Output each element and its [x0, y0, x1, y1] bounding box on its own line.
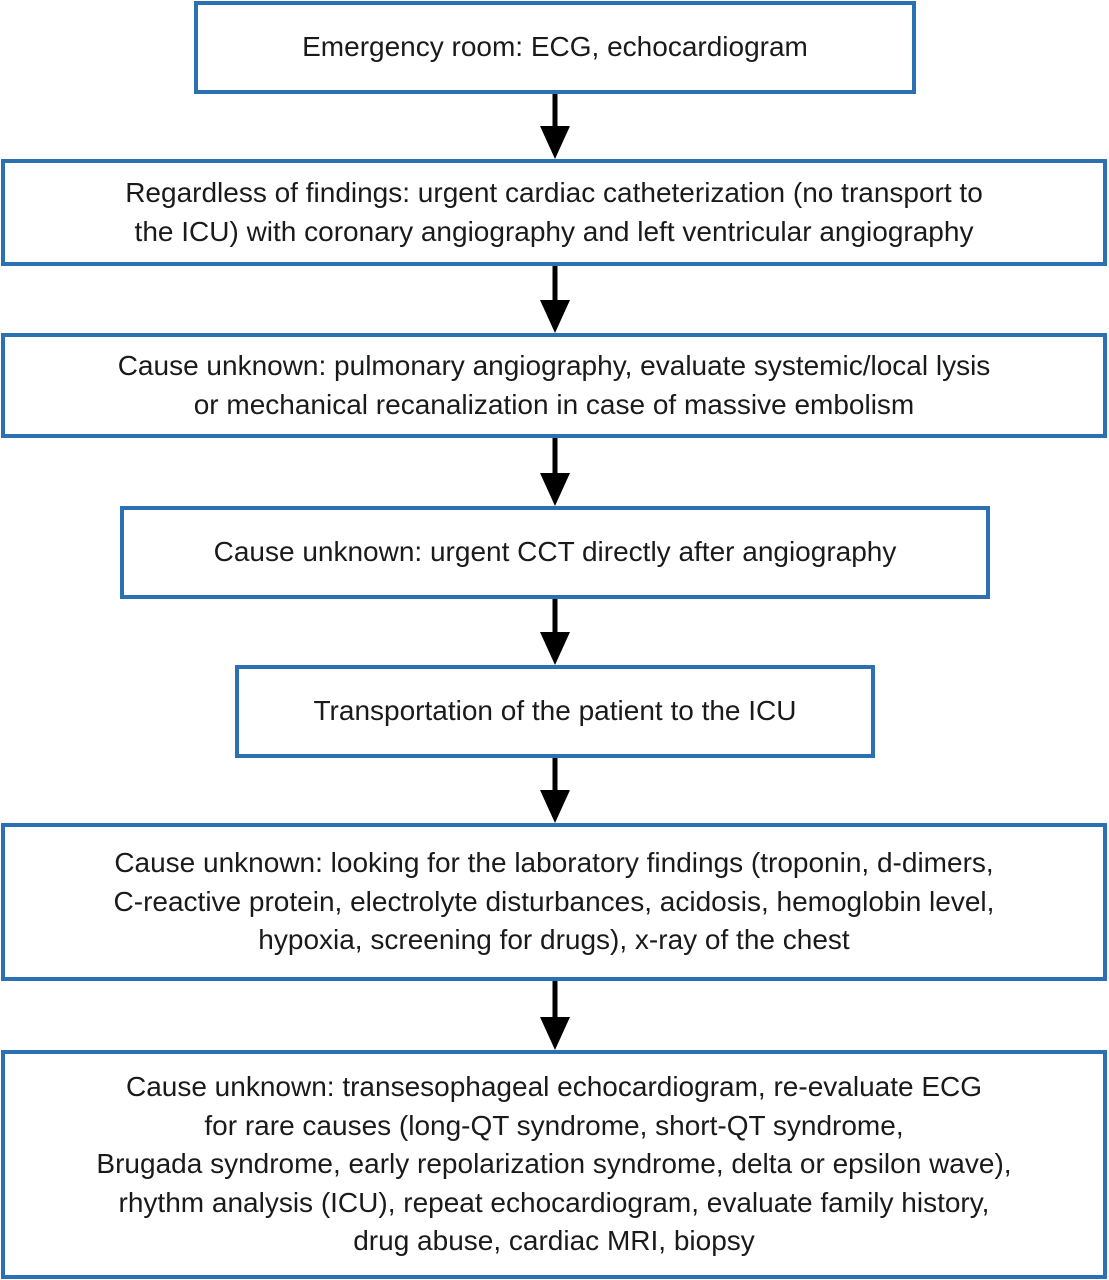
step-2-line-2: the ICU) with coronary angiography and l… [134, 215, 974, 247]
step-1-emergency-room: Emergency room: ECG, echocardiogram [194, 1, 916, 94]
step-4-line-1: Cause unknown: urgent CCT directly after… [213, 536, 897, 568]
step-7-line-5: drug abuse, cardiac MRI, biopsy [353, 1225, 755, 1257]
step-7-line-2: for rare causes (long-QT syndrome, short… [204, 1109, 904, 1141]
arrow-step-1-to-2 [540, 94, 570, 159]
step-3-line-1: Cause unknown: pulmonary angiography, ev… [117, 350, 991, 381]
step-7-further-evaluation: Cause unknown: transesophageal echocardi… [1, 1050, 1107, 1279]
step-6-line-2: C-reactive protein, electrolyte disturba… [113, 885, 995, 917]
step-2-line-1: Regardless of findings: urgent cardiac c… [125, 177, 983, 208]
step-7-line-4: rhythm analysis (ICU), repeat echocardio… [118, 1186, 990, 1218]
step-6-line-1: Cause unknown: looking for the laborator… [114, 847, 994, 879]
step-7-line-1: Cause unknown: transesophageal echocardi… [125, 1071, 983, 1103]
step-3-pulmonary-angiography: Cause unknown: pulmonary angiography, ev… [1, 333, 1107, 438]
step-5-line-1: Transportation of the patient to the ICU [313, 695, 797, 727]
step-3-line-2: or mechanical recanalization in case of … [193, 388, 915, 420]
arrow-step-5-to-6 [540, 758, 570, 823]
step-7-line-3: Brugada syndrome, early repolarization s… [96, 1148, 1012, 1180]
step-6-line-3: hypoxia, screening for drugs), x-ray of … [258, 924, 850, 956]
step-2-cardiac-catheterization: Regardless of findings: urgent cardiac c… [1, 159, 1107, 266]
step-1-line-1: Emergency room: ECG, echocardiogram [302, 31, 808, 63]
step-6-laboratory-findings: Cause unknown: looking for the laborator… [1, 823, 1107, 981]
arrow-step-4-to-5 [540, 599, 570, 665]
arrow-step-3-to-4 [540, 438, 570, 506]
arrow-step-2-to-3 [540, 266, 570, 333]
arrow-step-6-to-7 [540, 981, 570, 1050]
step-5-transport-to-icu: Transportation of the patient to the ICU [235, 665, 875, 758]
step-4-urgent-cct: Cause unknown: urgent CCT directly after… [120, 506, 990, 599]
